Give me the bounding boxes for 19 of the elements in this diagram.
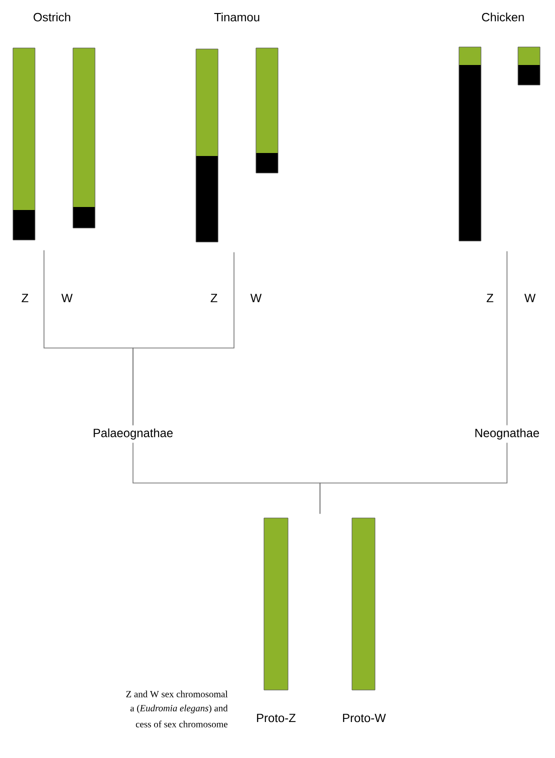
tree-branch: [320, 442, 508, 514]
chromosome-label: W: [250, 294, 262, 302]
clade-label: Palaeognathae: [94, 428, 173, 440]
chromosome-label: Proto-Z: [257, 714, 296, 722]
caption-text: a (Eudromia elegans) and: [130, 704, 228, 714]
caption-text: Z and W sex chromosomal: [126, 690, 228, 698]
species-label: Chicken: [482, 12, 524, 22]
species-label: Tinamou: [214, 12, 260, 22]
tree-branch: [132, 252, 234, 426]
chromosome-label: Z: [210, 294, 218, 302]
caption-text: cess of sex chromosome: [136, 720, 228, 728]
chromosome-label: Z: [486, 294, 494, 302]
chromosome-label: W: [61, 294, 73, 302]
tree-branch: [506, 250, 508, 426]
chromosome-label: Proto-W: [343, 714, 386, 722]
chromosome-label: W: [524, 294, 536, 302]
chromosome-label: Z: [22, 294, 28, 302]
species-label: Ostrich: [34, 12, 70, 22]
clade-label: Neognathae: [475, 428, 540, 440]
